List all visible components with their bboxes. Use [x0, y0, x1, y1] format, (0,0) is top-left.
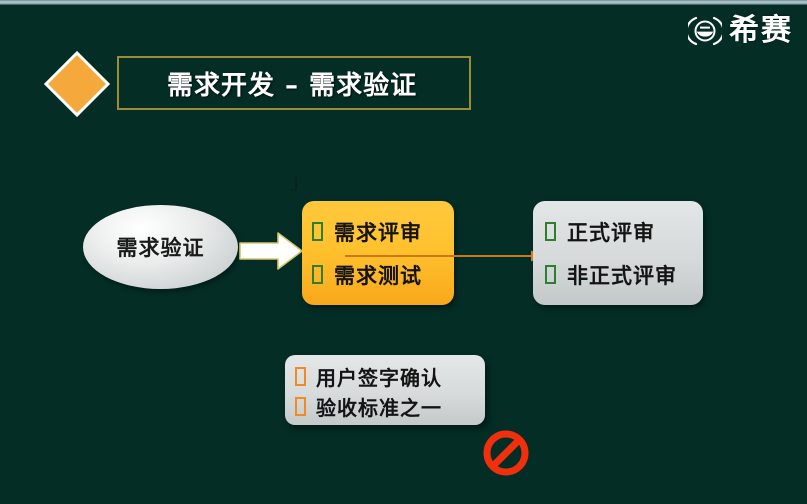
cursor-artifact: J	[293, 174, 300, 192]
list-item: 需求评审	[312, 210, 454, 253]
no-entry-icon	[482, 429, 530, 477]
list-item: 需求测试	[312, 253, 454, 296]
list-item-label: 非正式评审	[567, 263, 677, 288]
brand-wordmark: 希赛	[729, 13, 793, 48]
page-title: 需求开发 – 需求验证	[167, 71, 418, 101]
square-bullet-icon	[295, 366, 306, 386]
box-formal-review: 正式评审 非正式评审	[533, 201, 703, 305]
list-item: 用户签字确认	[295, 361, 485, 391]
brand-logo: 希赛	[688, 14, 793, 48]
square-bullet-icon	[545, 265, 556, 284]
node-label: 需求验证	[116, 236, 205, 260]
square-bullet-icon	[295, 396, 306, 416]
list-item-label: 验收标准之一	[316, 395, 442, 420]
circle-logo-icon	[688, 14, 722, 48]
top-edge-bar	[0, 0, 807, 5]
list-item-label: 正式评审	[567, 220, 655, 245]
node-requirement-verification: 需求验证	[83, 205, 238, 289]
title-frame	[117, 56, 471, 110]
square-bullet-icon	[312, 222, 323, 241]
list-item: 正式评审	[545, 210, 703, 253]
slide-title-group: 需求开发 – 需求验证	[37, 50, 471, 118]
box-requirement-review: 需求评审 需求测试	[302, 201, 454, 305]
list-item-label: 需求评审	[334, 220, 422, 245]
block-arrow-right-icon	[238, 231, 304, 271]
list-item-label: 需求测试	[334, 263, 422, 288]
square-bullet-icon	[312, 265, 323, 284]
thin-arrow-right-icon	[345, 248, 545, 262]
diamond-bullet-icon	[43, 50, 111, 118]
box-user-signoff: 用户签字确认 验收标准之一	[285, 355, 485, 425]
list-item: 非正式评审	[545, 253, 703, 296]
list-item: 验收标准之一	[295, 391, 485, 421]
list-item-label: 用户签字确认	[316, 365, 442, 390]
square-bullet-icon	[545, 222, 556, 241]
